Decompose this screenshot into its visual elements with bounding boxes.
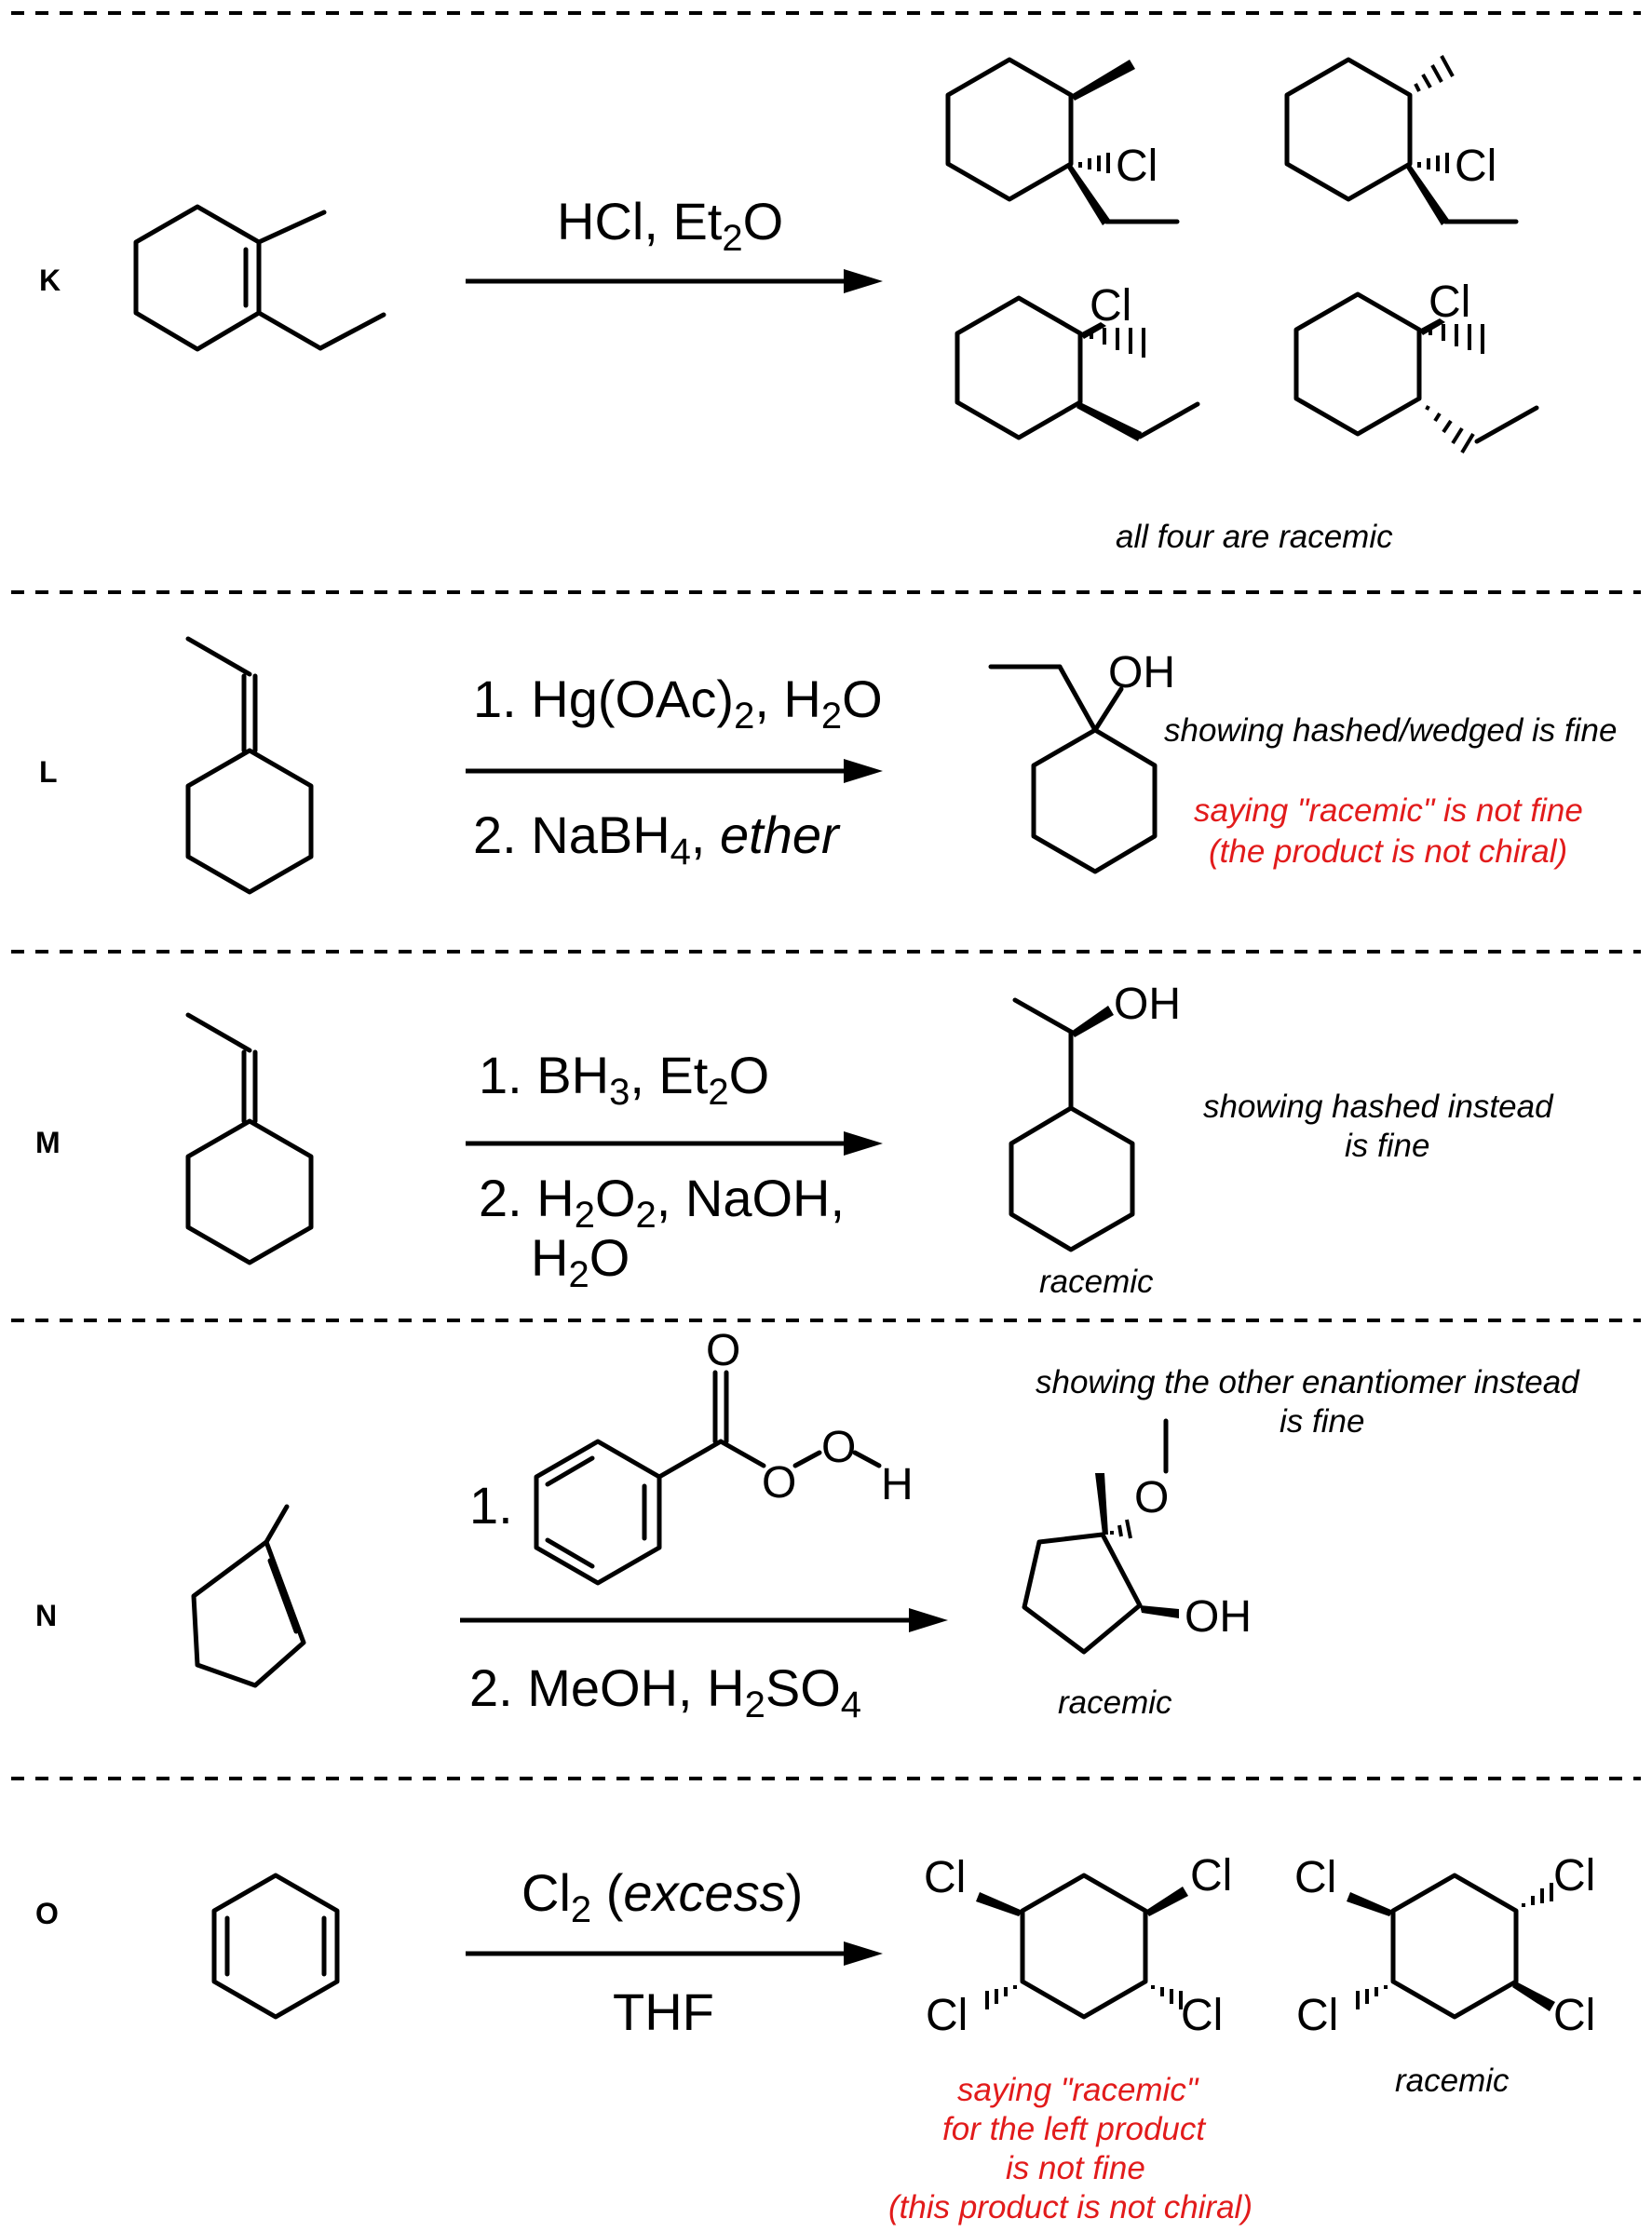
- reaction-arrow-k: [466, 269, 883, 293]
- reactant-n-methylcyclopentene: [191, 1504, 306, 1688]
- reagents-m-line3: H2O: [531, 1228, 630, 1295]
- product-m-cyclohexylethanol: OH: [1009, 980, 1181, 1252]
- peroxybenzoic-acid: O O O H: [534, 1326, 914, 1586]
- hash-bond: [1356, 1985, 1388, 2009]
- reagents-k-line1: HCl, Et2O: [557, 192, 783, 259]
- warning-l-line1: saying "racemic" is not fine: [1194, 792, 1583, 829]
- section-letter-m: M: [35, 1126, 61, 1159]
- hash-bond: [1429, 324, 1484, 354]
- note-n-line1: showing the other enantiomer instead: [1036, 1364, 1580, 1400]
- product-k4: Cl: [1293, 277, 1539, 454]
- chlorine-label: Cl: [924, 1853, 966, 1902]
- hash-bond: [985, 1985, 1017, 2009]
- reagents-n-step1: 1.: [469, 1476, 513, 1535]
- section-n: N 1. O O O H 2. MeOH, H2SO4: [35, 1326, 1580, 1725]
- reactant-l-ethylidenecyclohexane: [185, 636, 314, 895]
- chlorine-label: Cl: [1553, 1851, 1595, 1901]
- hydroxyl-label: OH: [1185, 1592, 1252, 1642]
- hydroxyl-label: OH: [1108, 648, 1175, 697]
- hash-bond: [1151, 1985, 1183, 2009]
- product-k1: Cl: [945, 57, 1180, 225]
- reactant-o-cyclohexadiene: [211, 1873, 340, 2020]
- section-k: K HCl, Et2O Cl: [39, 55, 1539, 555]
- hash-bond: [1090, 328, 1145, 358]
- racemic-label-o: racemic: [1395, 2063, 1510, 2099]
- hash-bond: [1078, 153, 1110, 173]
- chlorine-label: Cl: [1294, 1853, 1336, 1902]
- reagents-m-line2: 2. H2O2, NaOH,: [479, 1169, 845, 1236]
- reactant-m-ethylidenecyclohexane: [185, 1012, 314, 1265]
- reaction-arrow-l: [466, 759, 883, 783]
- reagents-m-line1: 1. BH3, Et2O: [479, 1046, 769, 1113]
- chlorine-label: Cl: [1116, 142, 1158, 191]
- product-k2: Cl: [1284, 55, 1519, 225]
- reaction-arrow-m: [466, 1131, 883, 1156]
- product-o1-tetrachlorocyclohexane: Cl Cl Cl Cl: [924, 1851, 1232, 2040]
- warning-l-line2: (the product is not chiral): [1209, 833, 1567, 870]
- section-m: M 1. BH3, Et2O 2. H2O2, NaOH, H2O OH sho…: [35, 980, 1554, 1300]
- note-n-line2: is fine: [1280, 1403, 1364, 1440]
- carbonyl-oxygen-label: O: [706, 1326, 740, 1375]
- methoxy-oxygen-label: O: [1134, 1473, 1169, 1522]
- reactant-k-ethylmethylcyclohexene: [133, 204, 386, 352]
- chlorine-label: Cl: [1090, 281, 1131, 331]
- product-l-ethylcyclohexanol: OH: [988, 648, 1175, 874]
- reagents-l-line2: 2. NaBH4, ether: [473, 805, 841, 873]
- section-letter-n: N: [35, 1599, 57, 1632]
- reagents-o-line2: THF: [613, 1982, 714, 2041]
- product-k3: Cl: [955, 281, 1200, 441]
- warning-o-line3: is not fine: [1006, 2150, 1145, 2186]
- hash-bond: [1417, 153, 1449, 173]
- warning-o-line1: saying "racemic": [957, 2072, 1199, 2108]
- peroxy-oxygen-label: O: [821, 1423, 856, 1472]
- reagents-l-line1: 1. Hg(OAc)2, H2O: [473, 670, 883, 737]
- section-separators: [11, 11, 1641, 1780]
- section-l: L 1. Hg(OAc)2, H2O 2. NaBH4, ether OH sh…: [39, 636, 1617, 895]
- hash-bond: [1425, 405, 1475, 454]
- section-letter-k: K: [39, 264, 61, 297]
- section-o: O Cl2 (excess) THF Cl Cl Cl: [35, 1851, 1595, 2225]
- racemic-label-m: racemic: [1039, 1264, 1154, 1300]
- chlorine-label: Cl: [1455, 142, 1496, 191]
- peroxy-oxygen-label: O: [762, 1458, 796, 1508]
- warning-o-line2: for the left product: [942, 2111, 1206, 2147]
- chlorine-label: Cl: [1190, 1851, 1232, 1901]
- warning-o-line4: (this product is not chiral): [888, 2189, 1253, 2225]
- section-letter-l: L: [39, 755, 58, 789]
- section-letter-o: O: [35, 1897, 59, 1930]
- note-m-line1: showing hashed instead: [1203, 1089, 1554, 1125]
- chlorine-label: Cl: [926, 1991, 968, 2040]
- chlorine-label: Cl: [1429, 277, 1470, 327]
- hash-bond: [1522, 1883, 1553, 1907]
- racemic-label-n: racemic: [1058, 1684, 1172, 1721]
- peroxy-hydrogen-label: H: [881, 1460, 914, 1509]
- reaction-arrow-o: [466, 1941, 883, 1966]
- hash-bond: [1414, 55, 1455, 92]
- note-k-all-racemic: all four are racemic: [1116, 519, 1393, 555]
- product-n-methoxycyclopentanol: O OH: [1022, 1418, 1252, 1655]
- hydroxyl-label: OH: [1114, 980, 1181, 1029]
- reagents-n-line2: 2. MeOH, H2SO4: [469, 1658, 861, 1725]
- chlorine-label: Cl: [1296, 1991, 1338, 2040]
- note-l-hashed-wedged: showing hashed/wedged is fine: [1164, 712, 1617, 749]
- reagents-o-line1: Cl2 (excess): [521, 1863, 803, 1930]
- chlorine-label: Cl: [1553, 1991, 1595, 2040]
- hash-bond: [1110, 1519, 1132, 1539]
- product-o2-tetrachlorocyclohexane: Cl Cl Cl Cl: [1294, 1851, 1595, 2040]
- reaction-arrow-n: [460, 1608, 948, 1632]
- note-m-line2: is fine: [1345, 1128, 1429, 1164]
- chlorine-label: Cl: [1181, 1991, 1223, 2040]
